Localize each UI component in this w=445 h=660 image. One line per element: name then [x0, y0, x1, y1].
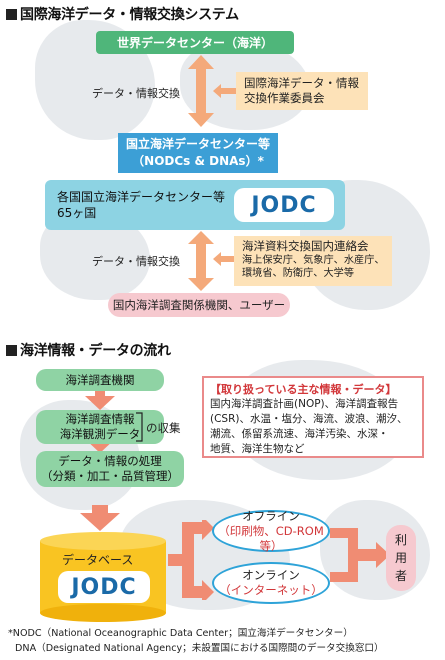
square-bullet-icon [6, 9, 17, 20]
down-arrow-icon [80, 505, 120, 531]
merge-arrow-icon [330, 528, 390, 582]
connector-arrow-icon [213, 84, 237, 98]
split-arrow-icon [168, 520, 214, 600]
bidirectional-arrow-icon [188, 231, 214, 291]
bracket-icon [136, 412, 143, 442]
world-data-center-box: 世界データセンター（海洋） [96, 31, 294, 54]
bidirectional-arrow-icon [188, 55, 214, 127]
collection-label: の収集 [146, 421, 181, 435]
down-arrow-icon [85, 388, 115, 410]
footnote-dna: DNA（Designated National Agency；未設置国における国… [15, 643, 384, 654]
section-title-exchange-system: 国際海洋データ・情報交換システム [6, 4, 239, 24]
square-bullet-icon [6, 345, 17, 356]
exchange-label-upper: データ・情報交換 [92, 87, 180, 100]
jodc-logo: JODC [234, 188, 334, 222]
iode-committee-box: 国際海洋データ・情報 交換作業委員会 [236, 72, 368, 110]
footnote-nodc: *NODC（National Oceanographic Data Center… [8, 628, 353, 639]
domestic-users-box: 国内海洋調査関係機関、ユーザー [108, 293, 290, 317]
database-jodc-logo: JODC [58, 571, 150, 603]
online-distribution-oval: オンライン （インターネット） [212, 562, 330, 604]
nodc-box: 国立海洋データセンター等 （NODCs & DNAs）* [118, 133, 278, 173]
flow-step-processing: データ・情報の処理 （分類・加工・品質管理） [36, 451, 184, 487]
domestic-liaison-box: 海洋資料交換国内連絡会 海上保安庁、気象庁、水産庁、 環境省、防衛庁、大学等 [234, 236, 392, 286]
exchange-label-lower: データ・情報交換 [92, 255, 180, 268]
flow-step-survey-data: 海洋調査情報 海洋観測データ [36, 410, 164, 444]
database-label: データベース [62, 553, 134, 567]
users-box: 利 用 者 [386, 525, 416, 591]
section-title-data-flow: 海洋情報・データの流れ [6, 340, 171, 360]
handled-data-info-box: 【取り扱っている主な情報・データ】 国内海洋調査計画(NOP)、海洋調査報告 (… [202, 376, 424, 458]
connector-arrow-icon [213, 252, 235, 266]
offline-distribution-oval: オフライン （印刷物、CD-ROM等） [212, 509, 330, 553]
flow-step-survey-institutions: 海洋調査機関 [36, 369, 164, 391]
